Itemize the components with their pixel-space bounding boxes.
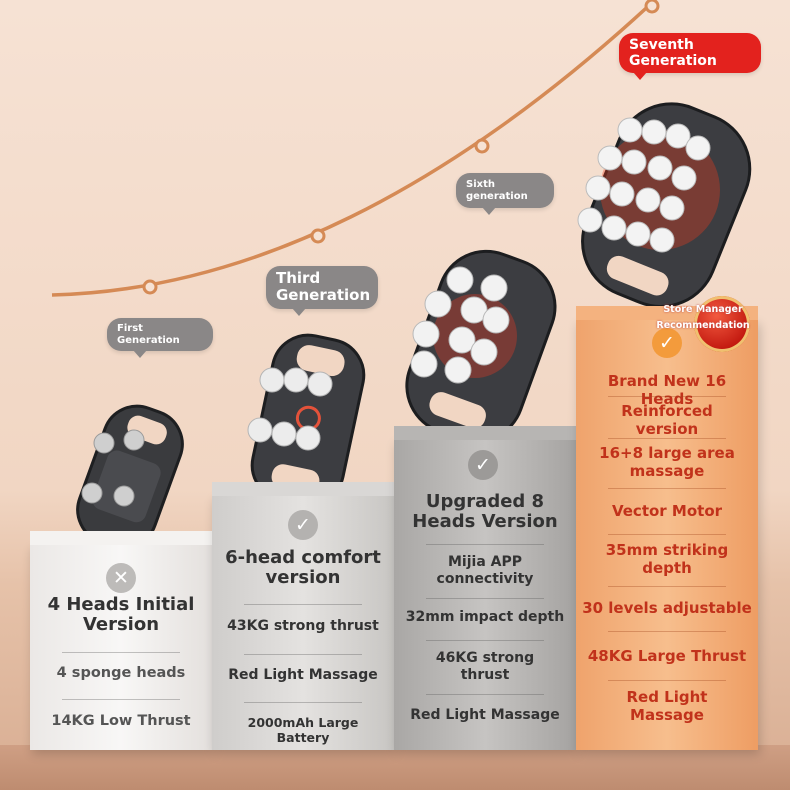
feature-text: Red Light Massage (410, 707, 560, 723)
pillar-top (212, 482, 394, 496)
massager-device-2 (247, 333, 366, 507)
seal-line: Store Manager (663, 304, 743, 315)
feature-text: 43KG strong thrust (227, 618, 379, 634)
check-icon: ✓ (288, 510, 318, 540)
product-pillar-4: ✓ Brand New 16 Heads Reinforced version … (576, 306, 758, 750)
cross-icon: ✕ (106, 563, 136, 593)
feature-text: 35mm striking depth (605, 541, 729, 577)
product-pillar-1: ✕ 4 Heads Initial Version 4 sponge heads… (30, 531, 212, 750)
massager-device-1 (76, 404, 184, 550)
divider (608, 396, 726, 397)
generation-tag-sixth: Sixth generation (456, 173, 554, 215)
divider (426, 544, 544, 545)
feature-text: 48KG Large Thrust (587, 647, 747, 665)
divider (244, 702, 362, 703)
feature-text: Red Light Massage (228, 667, 378, 683)
divider (244, 604, 362, 605)
divider (608, 534, 726, 535)
divider (426, 640, 544, 641)
seal-line: Recommendation (656, 319, 750, 331)
divider (608, 631, 726, 632)
product-title: 4 Heads Initial Version (47, 594, 195, 636)
generation-tag-label: Sixth generation (466, 179, 528, 202)
massager-device-4 (577, 102, 752, 308)
check-icon: ✓ (652, 328, 682, 358)
divider (608, 586, 726, 587)
feature-text: Brand New 16 Heads (607, 372, 727, 408)
divider (62, 699, 180, 700)
feature-text: 16+8 large area massage (599, 444, 735, 480)
seal-text: Store Manager Recommendation (648, 302, 758, 333)
feature-text: Red Light Massage (626, 688, 708, 724)
product-title: 6-head comfort version (225, 547, 381, 589)
massager-device-3 (405, 249, 557, 443)
generation-tag-third: Third Generation (266, 266, 378, 315)
recommendation-seal (694, 296, 750, 352)
divider (426, 694, 544, 695)
check-icon: ✓ (468, 450, 498, 480)
curve-dot (474, 138, 490, 154)
feature-text: Vector Motor (611, 502, 723, 520)
feature-text: Mijia APP connectivity (436, 554, 534, 587)
pillar-top (394, 426, 576, 440)
divider (608, 438, 726, 439)
feature-text: 4 sponge heads (56, 665, 186, 681)
feature-text: 46KG strong thrust (435, 650, 535, 683)
generation-tag-seventh: Seventh Generation (619, 33, 761, 81)
generation-tag-first: First Generation (107, 318, 213, 358)
product-pillar-2: ✓ 6-head comfort version 43KG strong thr… (212, 482, 394, 750)
curve-dot (310, 228, 326, 244)
divider (426, 598, 544, 599)
floor (0, 745, 790, 790)
feature-text: Reinforced version (621, 402, 713, 438)
feature-text: 14KG Low Thrust (51, 713, 191, 729)
pillar-top (30, 531, 212, 545)
feature-text: 32mm impact depth (405, 609, 565, 625)
divider (608, 680, 726, 681)
feature-text: 30 levels adjustable (582, 599, 752, 617)
product-title: Upgraded 8 Heads Version (412, 491, 558, 533)
generation-tag-label: Seventh Generation (629, 37, 717, 70)
generation-tag-label: First Generation (117, 323, 180, 346)
feature-text: 2000mAh Large Battery (247, 715, 359, 745)
curve-dot (142, 279, 158, 295)
curve-dot (644, 0, 660, 14)
divider (244, 654, 362, 655)
product-pillar-3: ✓ Upgraded 8 Heads Version Mijia APP con… (394, 426, 576, 750)
divider (62, 652, 180, 653)
divider (608, 488, 726, 489)
generation-tag-label: Third Generation (276, 269, 371, 305)
